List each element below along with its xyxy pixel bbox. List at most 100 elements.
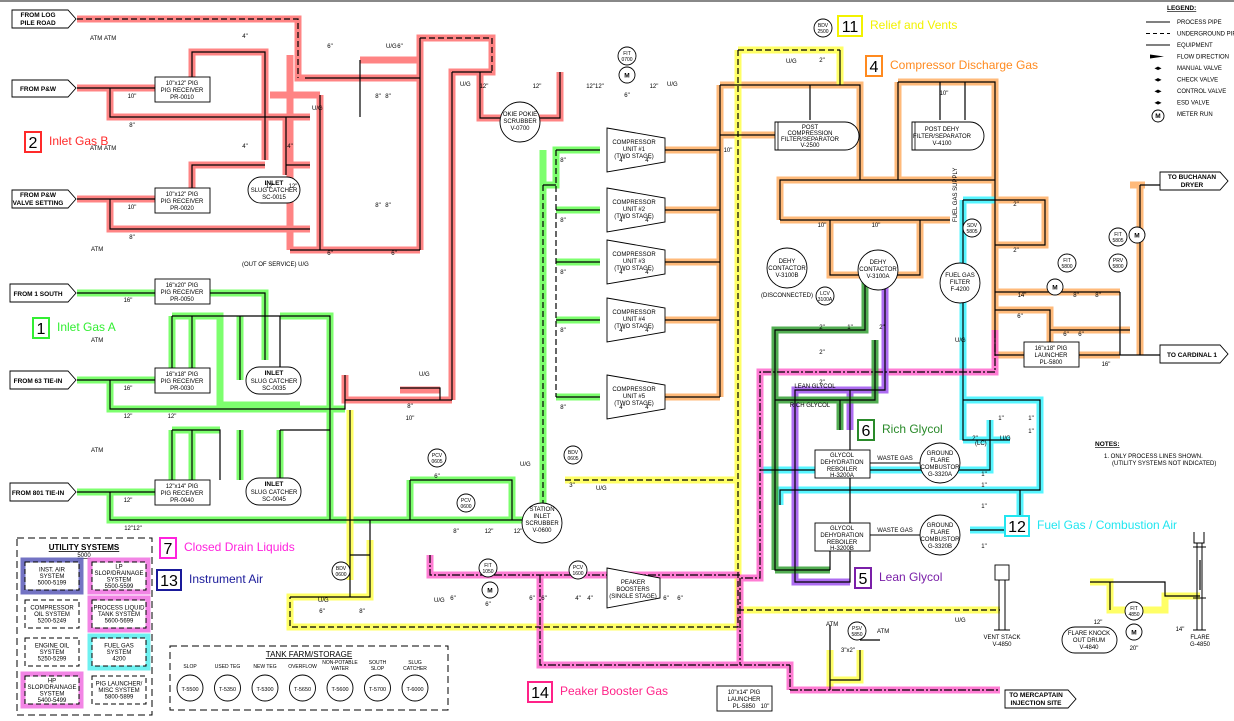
pipe-size: 4" [619,405,624,411]
scrubber-v-0700[interactable]: OKIE POKIE SCRUBBER V-0700 [499,101,541,143]
pig-receiver-pr-0040[interactable]: 12"x14" PIG PIG RECEIVER PR-0040 [154,479,211,506]
equipment-label: BOOSTERS [616,587,649,593]
dest-to-buchanan-dryer[interactable]: TO BUCHANAN DRYER [1159,171,1229,191]
combustor-g-3320b[interactable]: GROUND FLARE COMBUSTOR G-3320B [919,514,961,556]
source-from-1-south[interactable]: FROM 1 SOUTH [9,283,77,303]
meter-run[interactable]: M [1046,278,1064,296]
atm-label: ATM [91,338,103,344]
scrubber-v-0600[interactable]: STATION INLET SCRUBBER V-0600 [521,502,563,544]
filter-separator-v-2500[interactable]: POST COMPRESSION FILTER/SEPARATOR V-2500 [774,121,860,151]
meter-run[interactable]: M [1125,623,1143,641]
reboiler-h-3200a[interactable]: GLYCOL DEHYDRATION REBOILER H-3200A [814,449,871,479]
pipe-size: 2" [819,380,824,386]
dest-to-mercaptan-injection[interactable]: TO MERCAPTAIN INJECTION SITE [1004,689,1077,709]
source-label: VALVE SETTING [13,200,64,207]
tank-name: WATER [331,666,349,672]
source-from-pw[interactable]: FROM P&W [11,79,77,98]
meter-run[interactable]: M [481,581,499,599]
pig-receiver-pr-0050[interactable]: 16"x20" PIG PIG RECEIVER PR-0050 [154,278,211,305]
vent-stack-v-4850[interactable]: VENT STACK V-4850 [983,564,1021,648]
pipe-size: 8" [1073,293,1078,299]
pipe-size: 4" [287,144,292,150]
flare-g-4850[interactable]: FLARE G-4850 [1190,532,1211,648]
equipment-label: F-4200 [950,287,970,293]
pipe-size: 6" [624,93,629,99]
instrument-number: 1600 [572,571,583,577]
equipment-label: V-4100 [932,141,952,147]
pipe-size: 12" [480,84,489,90]
pipe-size: 2" [819,58,824,64]
dehy-contactor-v-3100a[interactable]: DEHY CONTACTOR V-3100A [857,249,899,291]
pipe-size: 6" [1017,314,1022,320]
dest-to-cardinal-1[interactable]: TO CARDINAL 1 [1159,344,1229,364]
equipment-label: UNIT #5 [623,394,646,400]
process-pipe [543,149,600,398]
pig-receiver-pr-0020[interactable]: 10"x12" PIG PIG RECEIVER PR-0020 [154,187,211,214]
pig-launcher-pl-5800[interactable]: 16"x18" PIG LAUNCHER PL-5800 [1023,341,1080,368]
peaker-boosters[interactable]: PEAKER BOOSTERS (SINGLE STAGE) [606,567,661,609]
dehy-contactor-v-3100b[interactable]: DEHY CONTACTOR V-3100B (DISCONNECTED) [761,247,813,299]
pipe-size: 4" [645,270,650,276]
slug-catcher-sc-0015[interactable]: INLET SLUG CATCHER SC-0015 [247,176,301,204]
equipment-label: V-3100A [866,274,889,280]
pipe-size: 2" [819,350,824,356]
source-from-63-tie-in[interactable]: FROM 63 TIE-IN [9,370,77,390]
pipe-size: 4" [619,328,624,334]
source-from-log-pile-road[interactable]: FROM LOG PILE ROAD [11,9,77,29]
source-from-pw-valve-setting[interactable]: FROM P&W VALVE SETTING [11,189,77,209]
pig-receiver-pr-0010[interactable]: 10"x12" PIG PIG RECEIVER PR-0010 [154,76,211,103]
atm-label: ATM [826,622,838,628]
pig-receiver-pr-0030[interactable]: 16"x18" PIG PIG RECEIVER PR-0030 [154,367,211,394]
filter-separator-v-4100[interactable]: POST DEHY FILTER/SEPARATOR V-4100 [911,121,985,151]
system-name: Rich Glycol [882,422,943,436]
combustor-g-3320a[interactable]: GROUND FLARE COMBUSTOR G-3320A [919,442,961,484]
svg-text:◂▸: ◂▸ [1154,88,1162,95]
fuel-gas-filter-f-4200[interactable]: FUEL GAS FILTER F-4200 [939,262,981,304]
meter-run[interactable]: M [618,66,636,84]
source-from-801-tie-in[interactable]: FROM 801 TIE-IN [9,482,77,502]
meter-run[interactable]: M [1128,226,1146,244]
pig-launcher-pl-5850[interactable]: 10"x14" PIG LAUNCHER PL-5850 [716,685,773,712]
flare-knockout-drum-v-4840[interactable]: FLARE KNOCK OUT DRUM V-4840 [1061,626,1118,654]
slug-catcher-sc-0035[interactable]: INLET SLUG CATCHER SC-0035 [245,366,302,395]
slug-catcher-sc-0045[interactable]: INLET SLUG CATCHER SC-0045 [245,477,302,506]
reboiler-h-3200b[interactable]: GLYCOL DEHYDRATION REBOILER H-3200B [814,522,871,552]
